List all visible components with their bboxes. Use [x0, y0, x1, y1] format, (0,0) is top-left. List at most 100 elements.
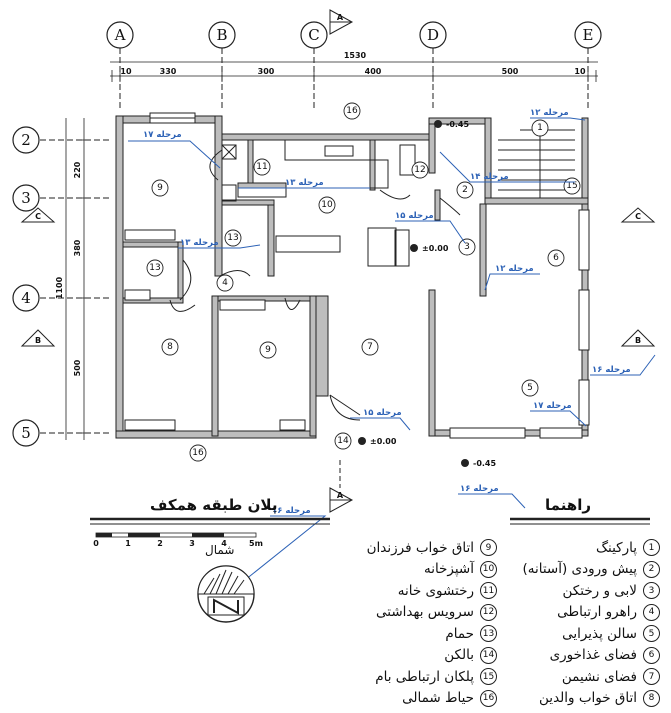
- stage-label: مرحله ۱۳: [180, 238, 219, 248]
- room-number: 11: [256, 162, 267, 172]
- grid-col-label: A: [114, 26, 126, 44]
- section-mark-b-left: B: [35, 336, 41, 345]
- stage-label: مرحله ۱۶: [272, 506, 311, 516]
- room-number: 16: [346, 106, 358, 116]
- stage-label: مرحله ۱۲: [495, 264, 534, 274]
- row-grid: 2 3 4 5: [12, 126, 110, 447]
- scale-tick-label: 4: [221, 539, 227, 548]
- section-marks: A A C C B B: [20, 9, 656, 513]
- room-number: 13: [149, 263, 160, 273]
- stage-label: مرحله ۱۶: [592, 365, 631, 375]
- dim-segment: 330: [160, 67, 177, 76]
- room-number: 16: [192, 448, 204, 458]
- legend-underline: [510, 517, 650, 525]
- section-mark-c-left: C: [35, 212, 41, 221]
- dim-segment: 400: [365, 67, 382, 76]
- stage-label: مرحله ۱۵: [363, 408, 402, 418]
- doors: [169, 149, 461, 421]
- top-dimensions: 1530 10 330 300 400 500 10: [110, 51, 598, 82]
- windows: [124, 112, 590, 439]
- room-number: 5: [527, 383, 533, 393]
- walls: [115, 115, 589, 439]
- room-number: 6: [553, 253, 559, 263]
- stage-label: مرحله ۱۷: [143, 130, 182, 140]
- grid-row-label: 2: [21, 131, 31, 149]
- column-grid: A B C D E: [106, 21, 602, 108]
- level-marker: -0.45: [446, 120, 469, 129]
- north-arrow-icon: [197, 565, 255, 623]
- grid-row-label: 4: [21, 289, 31, 307]
- level-marker: -0.45: [473, 459, 496, 468]
- dim-vertical-segment: 220: [73, 161, 82, 178]
- room-number: 9: [265, 345, 271, 355]
- room-number: 1: [537, 123, 543, 133]
- grid-row-label: 5: [21, 424, 31, 442]
- grid-row-label: 3: [21, 189, 31, 207]
- dim-segment: 500: [502, 67, 519, 76]
- grid-col-label: B: [216, 26, 227, 44]
- room-number: 14: [337, 436, 349, 446]
- dim-segment: 10: [120, 67, 132, 76]
- room-number: 13: [227, 233, 238, 243]
- scale-bar: 0 1 2 3 4 5m: [93, 532, 263, 548]
- stage-label: مرحله ۱۲: [530, 108, 569, 118]
- north-label: شمال: [205, 543, 235, 557]
- room-numbers: 1 2 3 4 5 6 7 8 9 9 10 11 12 13 13 14 15…: [146, 102, 581, 462]
- room-number: 8: [167, 342, 173, 352]
- stage-annotations: مرحله ۱۷ مرحله ۱۳ مرحله ۱۳ مرحله ۱۲ مرحل…: [128, 108, 656, 589]
- dim-segment: 10: [574, 67, 586, 76]
- scale-tick-label: 1: [125, 539, 131, 548]
- dim-vertical-segment: 380: [73, 239, 82, 256]
- room-number: 7: [367, 342, 373, 352]
- stage-label: مرحله ۱۴: [470, 172, 509, 182]
- level-markers: -0.45 ±0.00 ±0.00 -0.45: [358, 120, 496, 468]
- dim-segment: 300: [258, 67, 275, 76]
- legend-title: راهنما: [545, 496, 591, 514]
- title-underline: [90, 517, 330, 525]
- grid-col-label: E: [583, 26, 594, 44]
- scale-tick-label: 3: [189, 539, 195, 548]
- scale-tick-label: 2: [157, 539, 163, 548]
- room-number: 2: [462, 185, 468, 195]
- level-marker: ±0.00: [422, 244, 449, 253]
- dim-vertical-segment: 500: [73, 359, 82, 376]
- kitchen-fixtures: [221, 139, 416, 267]
- dim-total-width: 1530: [344, 51, 367, 60]
- section-mark-b-right: B: [635, 336, 641, 345]
- grid-col-label: D: [427, 26, 439, 44]
- scale-tick-label: 5m: [249, 539, 263, 548]
- dim-total-height: 1100: [55, 276, 64, 299]
- scale-tick-label: 0: [93, 539, 99, 548]
- room-number: 4: [222, 278, 228, 288]
- stage-label: مرحله ۱۵: [395, 211, 434, 221]
- section-mark-c-right: C: [635, 212, 641, 221]
- stage-label: مرحله ۱۳: [285, 178, 324, 188]
- grid-col-label: C: [308, 26, 319, 44]
- section-mark-a-top: A: [337, 13, 344, 22]
- room-number: 15: [566, 181, 577, 191]
- room-number: 9: [157, 183, 163, 193]
- stage-label: مرحله ۱۶: [460, 484, 499, 494]
- room-number: 10: [321, 200, 333, 210]
- plan-title: پلان طبقه همکف: [150, 496, 278, 514]
- stage-label: مرحله ۱۷: [533, 401, 572, 411]
- left-dimensions: 1100 220 380 500: [55, 118, 90, 440]
- room-number: 12: [414, 165, 425, 175]
